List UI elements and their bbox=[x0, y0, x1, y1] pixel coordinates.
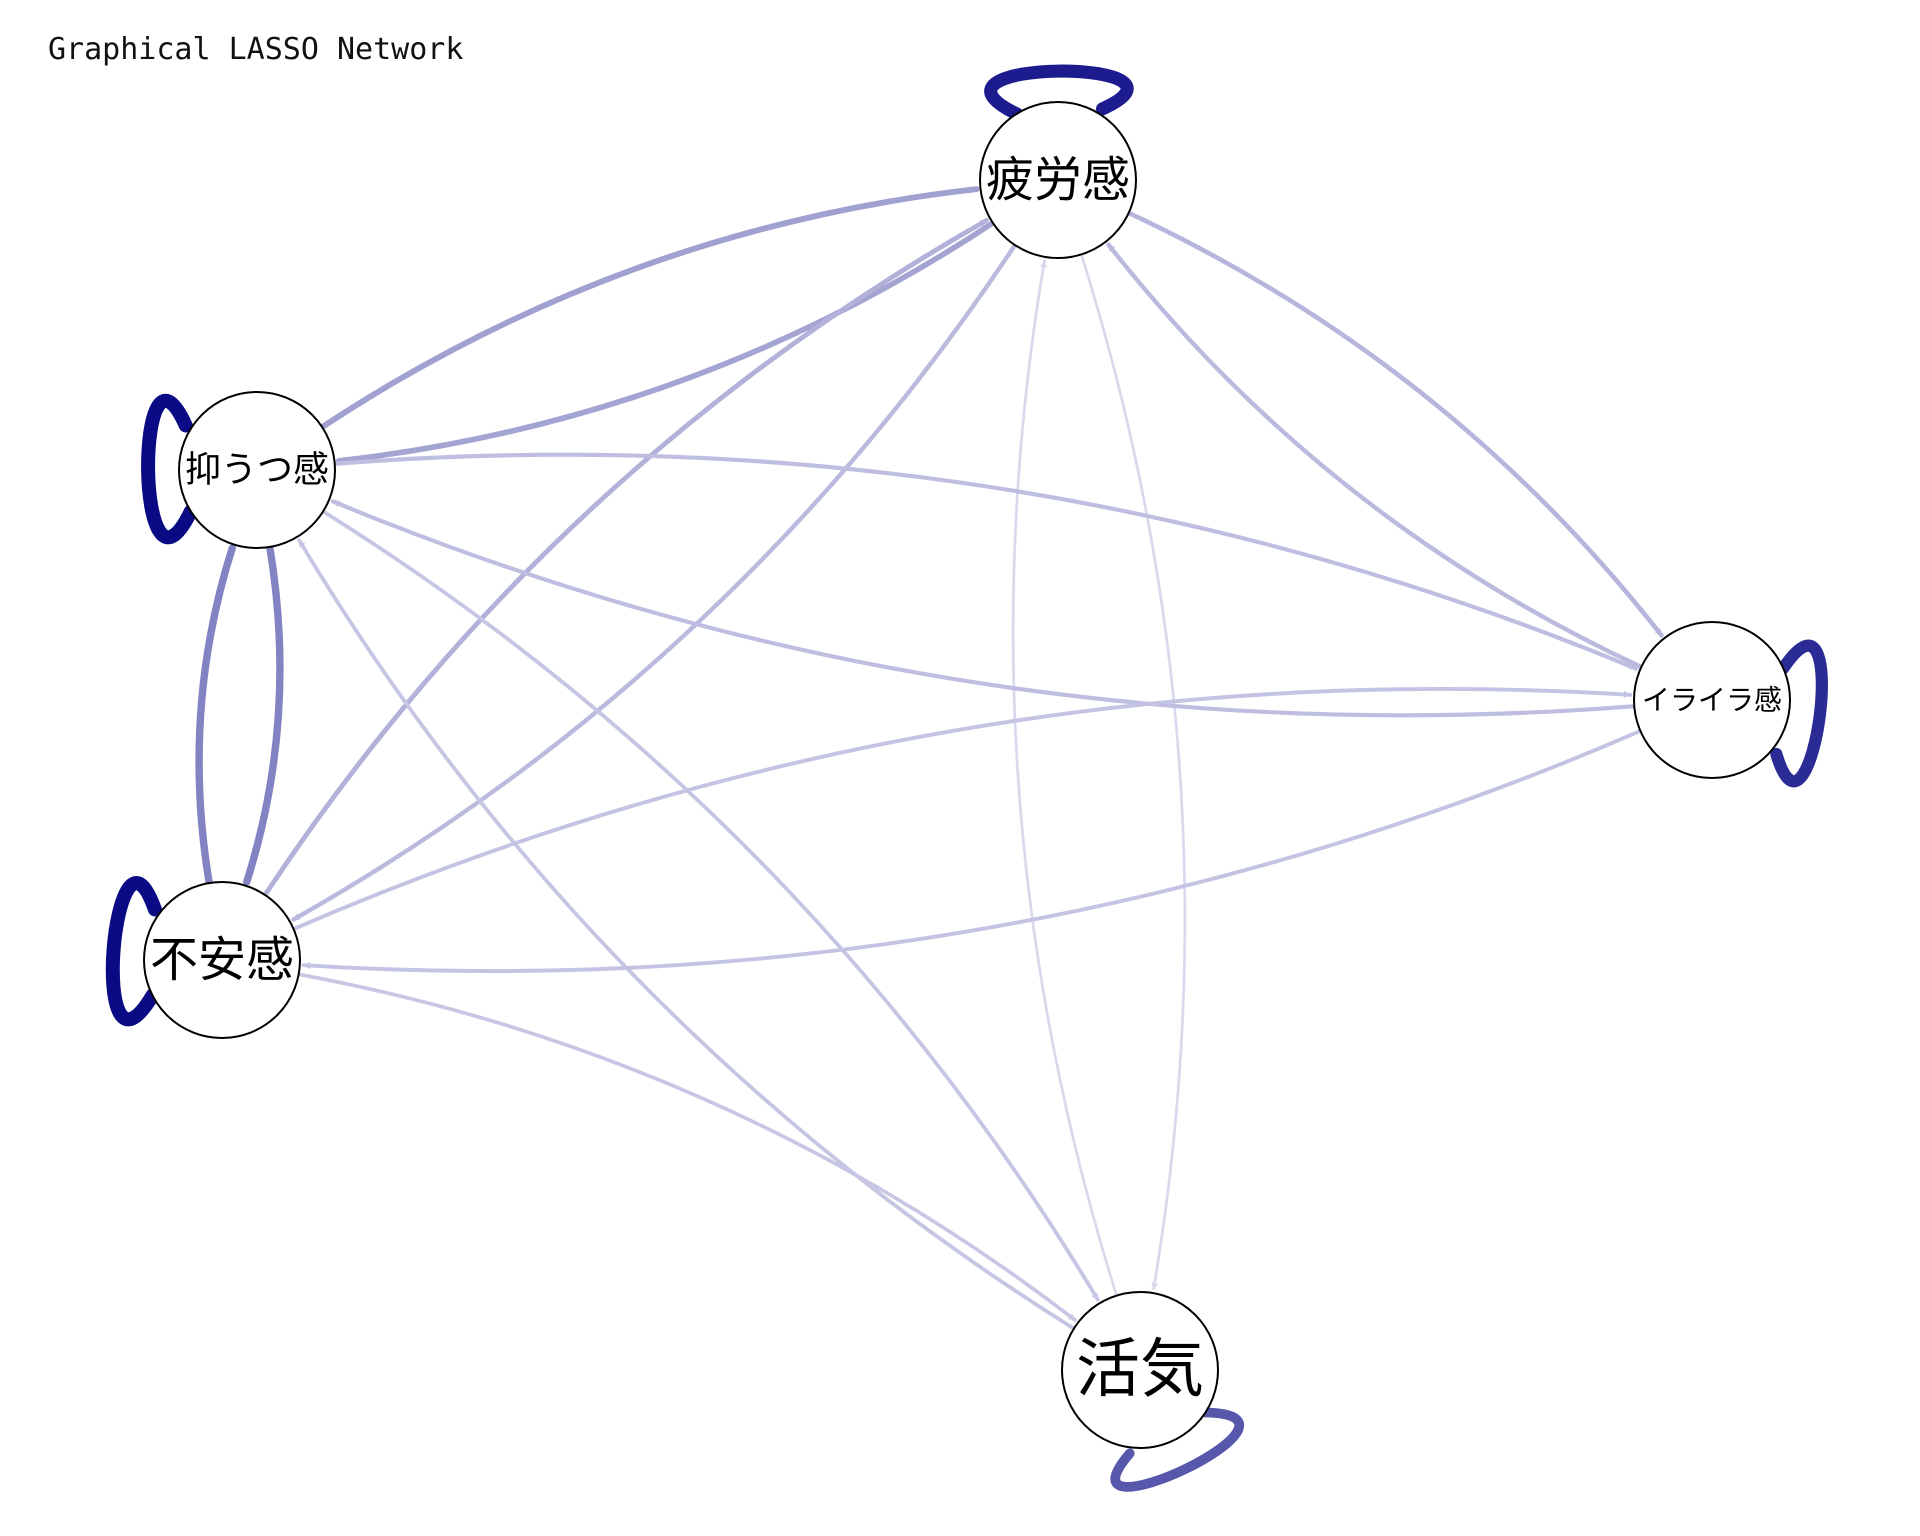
node-circle-vigor bbox=[1061, 1291, 1219, 1449]
node-circle-anxiety bbox=[143, 881, 301, 1039]
graph-title: Graphical LASSO Network bbox=[48, 32, 464, 67]
self-loops-layer bbox=[105, 64, 1828, 1492]
node-label-anxiety: 不安感 bbox=[150, 932, 294, 988]
node-label-vigor: 活気 bbox=[1076, 1333, 1204, 1407]
node-vigor: 活気 bbox=[1061, 1291, 1219, 1449]
edge-irritation-to-depression bbox=[330, 499, 1637, 718]
node-label-depression: 抑うつ感 bbox=[185, 450, 329, 491]
edge-vigor-to-fatigue bbox=[1011, 259, 1118, 1297]
self-loop-depression bbox=[141, 393, 198, 545]
node-circle-depression bbox=[178, 391, 336, 549]
node-fatigue: 疲労感 bbox=[979, 101, 1137, 259]
edge-irritation-to-anxiety bbox=[301, 729, 1643, 974]
node-circle-fatigue bbox=[979, 101, 1137, 259]
edge-depression-to-irritation bbox=[332, 452, 1639, 671]
edge-depression-to-vigor bbox=[321, 509, 1100, 1302]
self-loop-fatigue bbox=[984, 64, 1134, 121]
edge-fatigue-to-depression bbox=[335, 220, 996, 464]
node-depression: 抑うつ感 bbox=[178, 391, 336, 549]
node-irritation: イライラ感 bbox=[1633, 621, 1791, 779]
node-anxiety: 不安感 bbox=[143, 881, 301, 1039]
node-label-irritation: イライラ感 bbox=[1642, 684, 1782, 717]
self-loop-irritation bbox=[1770, 639, 1828, 788]
edge-anxiety-to-depression bbox=[195, 544, 236, 887]
edge-depression-to-fatigue bbox=[319, 186, 980, 430]
edge-depression-to-anxiety bbox=[243, 543, 284, 886]
edge-fatigue-to-anxiety bbox=[291, 242, 1018, 922]
edges-layer bbox=[195, 186, 1664, 1331]
self-loop-anxiety bbox=[105, 876, 162, 1027]
edge-irritation-to-fatigue bbox=[1106, 242, 1644, 670]
edge-anxiety-to-irritation bbox=[291, 686, 1633, 931]
node-label-fatigue: 疲労感 bbox=[986, 152, 1130, 208]
node-circle-irritation bbox=[1633, 621, 1791, 779]
edge-anxiety-to-fatigue bbox=[262, 217, 990, 898]
edge-fatigue-to-irritation bbox=[1126, 210, 1664, 638]
edge-vigor-to-depression bbox=[297, 538, 1076, 1331]
edge-fatigue-to-vigor bbox=[1080, 253, 1187, 1291]
edge-anxiety-to-vigor bbox=[296, 972, 1077, 1322]
self-loop-vigor bbox=[1110, 1407, 1244, 1492]
